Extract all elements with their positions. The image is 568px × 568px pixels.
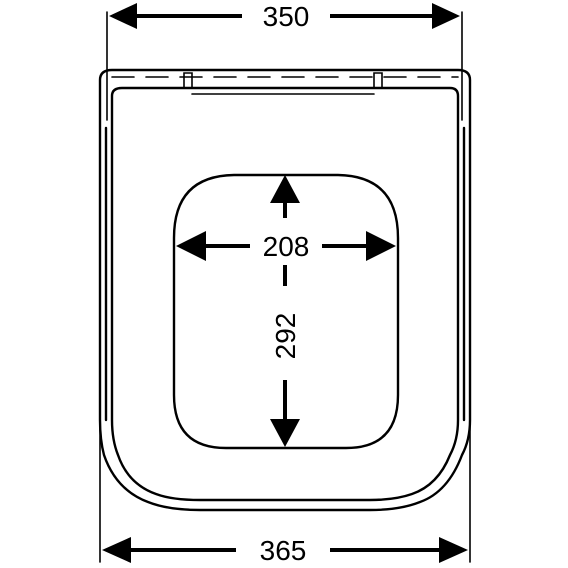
seat-opening bbox=[172, 173, 400, 450]
opening-width-arrow-right bbox=[366, 231, 396, 261]
opening-length-dimension: 292 bbox=[270, 175, 301, 447]
opening-width-arrow-left bbox=[176, 231, 206, 261]
seat-outer-edge bbox=[98, 68, 472, 512]
top-arrow-left bbox=[109, 3, 137, 29]
opening-length-label: 292 bbox=[270, 313, 301, 360]
seat-inner-edge bbox=[110, 86, 460, 502]
opening-length-arrow-bottom bbox=[270, 419, 300, 447]
top-width-label: 350 bbox=[263, 1, 310, 32]
hinge-right bbox=[373, 72, 383, 89]
bottom-width-label: 365 bbox=[260, 535, 307, 566]
bottom-arrow-right bbox=[439, 537, 468, 563]
opening-length-arrow-top bbox=[270, 175, 300, 203]
bottom-width-dimension: 365 bbox=[99, 129, 471, 566]
top-arrow-right bbox=[432, 3, 460, 29]
seat-outline bbox=[98, 68, 472, 512]
top-width-dimension: 350 bbox=[106, 1, 463, 121]
bottom-arrow-left bbox=[102, 537, 131, 563]
hinge-left bbox=[183, 72, 193, 89]
opening-width-dimension: 208 bbox=[176, 231, 396, 262]
opening-width-label: 208 bbox=[263, 231, 310, 262]
